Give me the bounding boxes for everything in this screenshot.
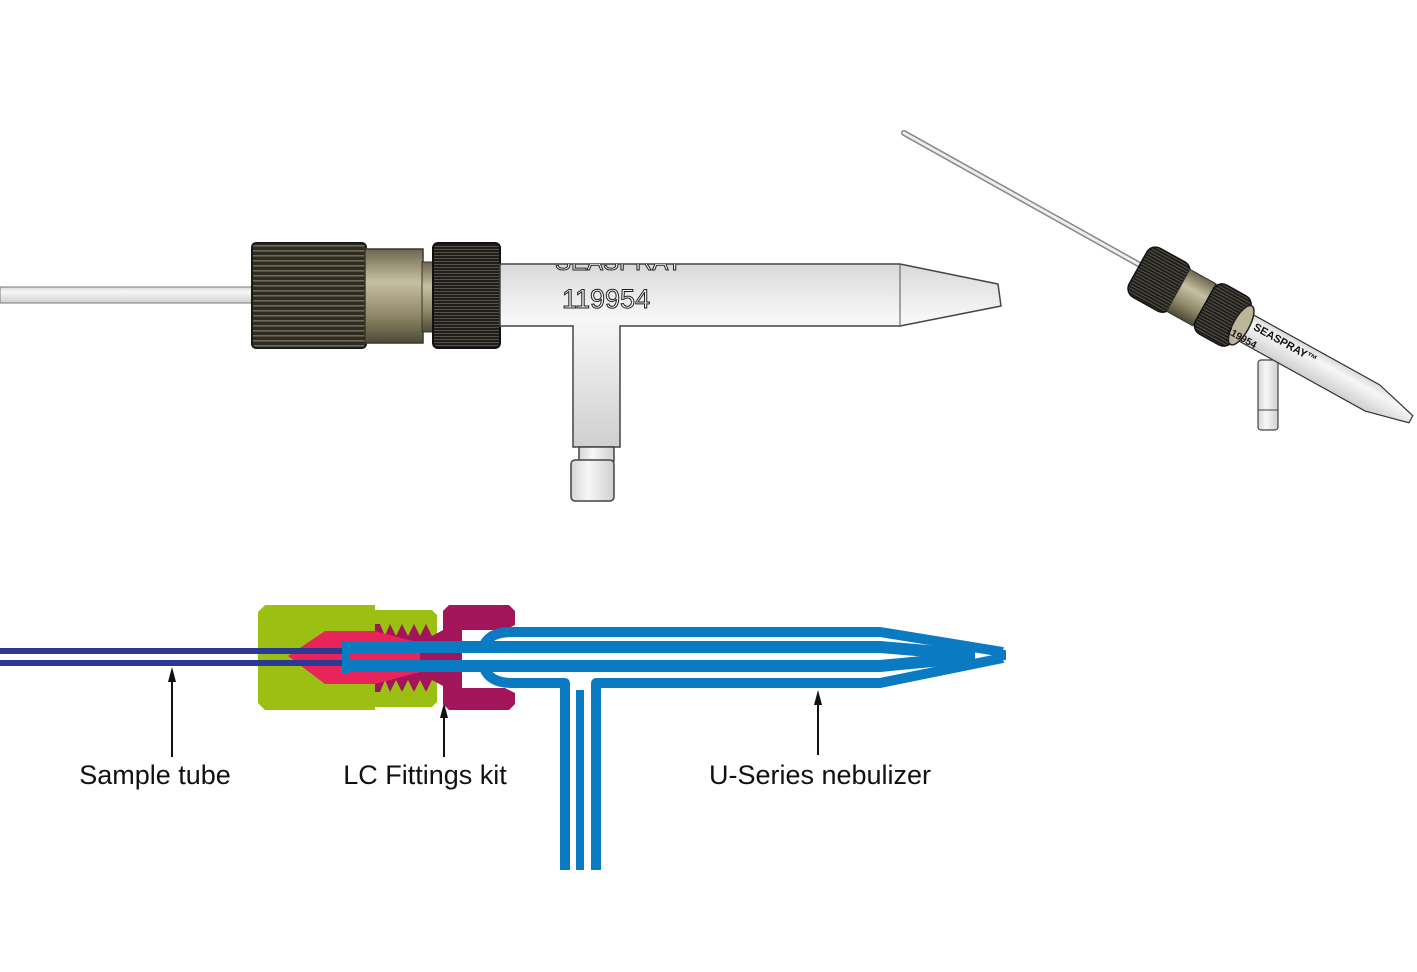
label-sample-tube: Sample tube — [79, 760, 231, 790]
label-fittings-kit: LC Fittings kit — [343, 760, 507, 790]
nebulizer-side-view: SEASPRAY 119954 — [0, 242, 1002, 502]
nebulizer-glass-body — [499, 263, 1002, 448]
serial-number: 119954 — [562, 284, 650, 314]
side-arm-neck — [578, 446, 615, 462]
fitting-nut-left — [251, 242, 367, 349]
side-arm-tip — [570, 459, 615, 502]
nebulizer-section — [342, 627, 1006, 870]
fitting-collar — [364, 248, 424, 344]
nebulizer-perspective-view: SEASPRAY™ 119954 — [901, 130, 1414, 431]
cross-section — [0, 605, 1006, 870]
sample-tube-wall-bottom — [0, 660, 345, 666]
perspective-side-arm — [1257, 359, 1279, 431]
callout-arrows — [168, 667, 822, 757]
sample-tube-wall-top — [0, 648, 345, 654]
sample-tube-rod — [0, 286, 255, 304]
fitting-nut-right — [432, 242, 501, 349]
brand-engraving: SEASPRAY — [555, 249, 683, 276]
label-nebulizer: U-Series nebulizer — [709, 760, 931, 790]
fitting-section — [375, 605, 515, 710]
